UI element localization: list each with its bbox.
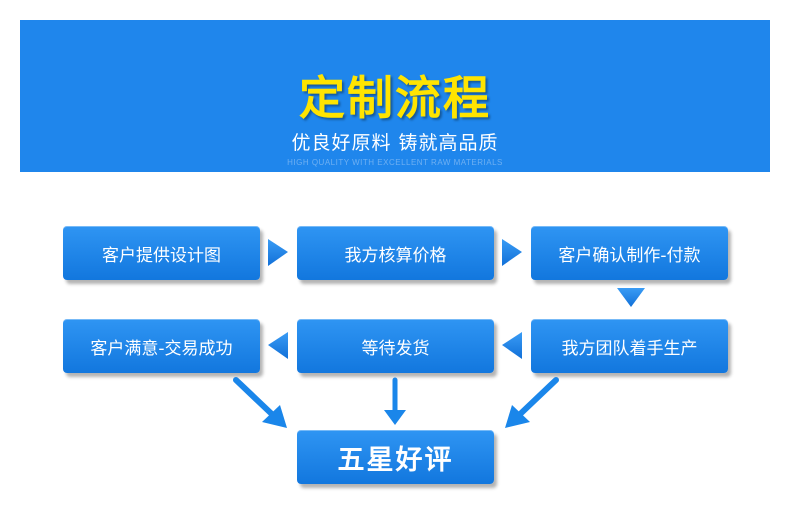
arrow-diagonal-left-icon <box>505 377 559 428</box>
step-deal-success: 客户满意-交易成功 <box>63 319 260 373</box>
arrow-diagonal-right-icon <box>233 377 287 428</box>
page-subtitle: 优良好原料 铸就高品质 <box>291 132 499 154</box>
arrow-left-icon <box>268 332 288 359</box>
arrow-down-icon <box>617 288 645 307</box>
step-await-shipping: 等待发货 <box>297 319 494 373</box>
step-confirm-payment: 客户确认制作-付款 <box>531 226 728 280</box>
page-title: 定制流程 <box>299 71 491 125</box>
step-five-star-review: 五星好评 <box>297 430 494 484</box>
arrow-down-icon <box>384 377 406 425</box>
arrow-right-icon <box>268 239 288 266</box>
arrow-left-icon <box>502 332 522 359</box>
step-calculate-price: 我方核算价格 <box>297 226 494 280</box>
step-provide-design: 客户提供设计图 <box>63 226 260 280</box>
page-subtitle-english: HIGH QUALITY WITH EXCELLENT RAW MATERIAL… <box>287 158 503 167</box>
step-production: 我方团队着手生产 <box>531 319 728 373</box>
arrow-right-icon <box>502 239 522 266</box>
header-banner: 定制流程 优良好原料 铸就高品质 HIGH QUALITY WITH EXCEL… <box>20 20 770 172</box>
